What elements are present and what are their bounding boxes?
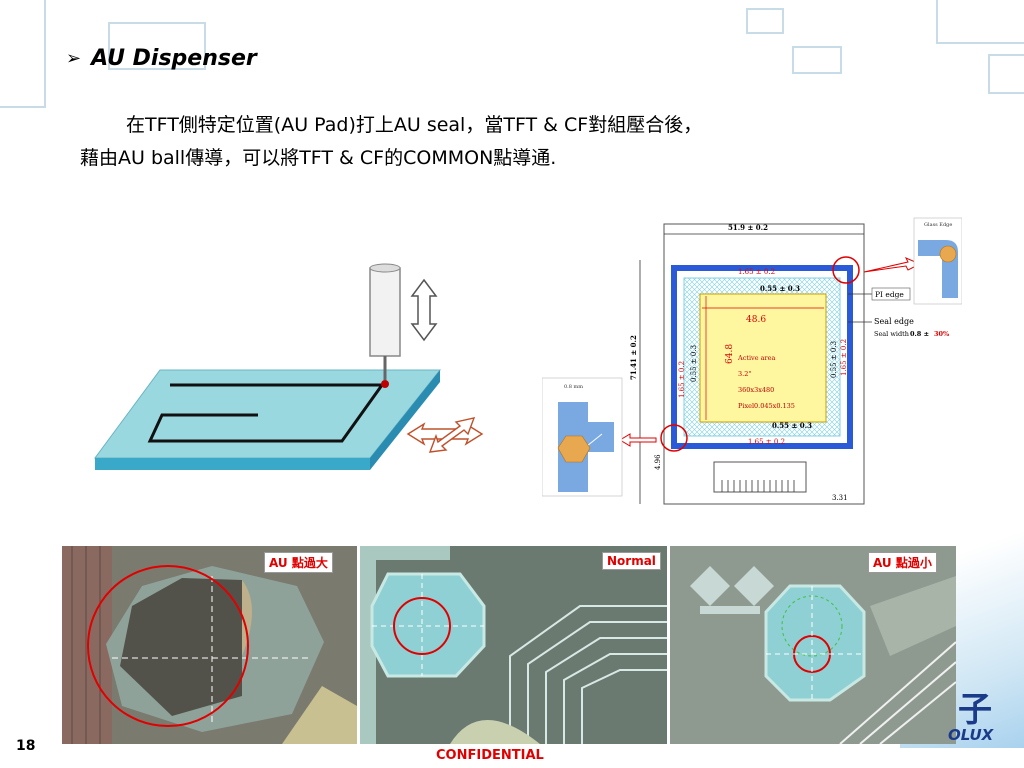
active-text-1: Active area xyxy=(737,354,775,362)
seal-detail-left: 0.8 mm xyxy=(541,377,623,497)
decor-square xyxy=(0,0,46,108)
decor-square xyxy=(936,0,1024,44)
dim-left-inner-label: 0.55 ± 0.3 xyxy=(690,345,698,382)
detail-right-label: Glass Edge xyxy=(924,222,952,228)
au-green-ring xyxy=(781,595,843,657)
body-text-line-2: 藉由AU ball傳導，可以將TFT & CF的COMMON點導通. xyxy=(80,147,557,169)
active-width-label: 48.6 xyxy=(746,315,766,325)
dispenser-illustration xyxy=(94,263,484,470)
photo-label-too-small: AU 點過小 xyxy=(868,552,937,573)
dim-bottom-left-label: 4.96 xyxy=(654,454,662,470)
dim-gap-bottom-label: 0.55 ± 0.3 xyxy=(772,421,812,430)
decor-square xyxy=(746,8,784,34)
pi-edge-label: PI edge xyxy=(875,290,904,299)
dim-bottom-right-label: 3.31 xyxy=(832,494,848,502)
seal-width-value: 0.8 ± xyxy=(910,330,929,338)
photo-au-too-large: AU 點過大 xyxy=(62,546,357,744)
dispenser-syringe xyxy=(369,267,401,357)
seal-detail-right: Glass Edge xyxy=(913,217,963,305)
connector-area xyxy=(713,461,807,493)
seal-border xyxy=(671,265,853,449)
slide-title: AU Dispenser xyxy=(91,46,257,71)
photo-label-too-large: AU 點過大 xyxy=(264,552,333,573)
vertical-move-arrow-icon xyxy=(410,278,438,342)
logo-char: 子 xyxy=(958,690,992,730)
active-area xyxy=(699,293,827,423)
au-pad-circle-top-right xyxy=(832,256,860,284)
body-text-line-1: 在TFT側特定位置(AU Pad)打上AU seal，當TFT & CF對組壓合… xyxy=(126,114,703,136)
seal-line-path xyxy=(147,383,385,443)
decor-square xyxy=(792,46,842,74)
active-text-4: Pixel0.045x0.135 xyxy=(738,402,795,410)
active-height-label: 64.8 xyxy=(725,344,735,364)
seal-width-pct: 30% xyxy=(934,330,950,338)
dim-left-red-label: 1.65 ± 0.2 xyxy=(678,361,686,398)
seal-width-label: Seal width xyxy=(874,330,909,338)
decor-square xyxy=(988,54,1024,94)
dim-top-red-label: 1.65 ± 0.2 xyxy=(738,268,775,276)
dim-right-inner-label: 0.55 ± 0.3 xyxy=(830,341,838,378)
active-text-2: 3.2" xyxy=(738,370,751,378)
panel-dimension-drawing: 51.9 ± 0.2 71.41 ± 0.2 1.65 ± 0.2 0.55 ±… xyxy=(541,212,963,510)
glass-plate-side xyxy=(95,458,370,470)
au-pad-circle-bottom-left xyxy=(660,424,688,452)
decor-square xyxy=(108,22,206,70)
footer-confidential: CONFIDENTIAL xyxy=(436,748,544,763)
dim-right-red-label: 1.65 ± 0.2 xyxy=(840,339,848,376)
active-text-3: 360x3x480 xyxy=(738,386,774,394)
seal-edge-label: Seal edge xyxy=(874,317,914,326)
detail-left-label: 0.8 mm xyxy=(564,384,583,390)
dim-left-label: 71.41 ± 0.2 xyxy=(629,335,638,380)
page-number: 18 xyxy=(16,738,36,754)
logo-text: OLUX xyxy=(948,726,994,744)
dispenser-tip-dot xyxy=(381,380,389,388)
planar-move-arrows-icon xyxy=(406,417,484,453)
company-logo: 子 OLUX xyxy=(948,682,1008,748)
dim-top-label: 51.9 ± 0.2 xyxy=(728,223,768,232)
au-dot-marker xyxy=(87,565,249,727)
arrowhead-bullet-icon: ➢ xyxy=(66,48,82,69)
red-pointer-arrow-icon xyxy=(619,433,657,447)
photo-au-normal: Normal xyxy=(360,546,667,744)
photo-label-normal: Normal xyxy=(602,552,661,570)
glass-plate-edge xyxy=(370,370,440,470)
au-dot-marker xyxy=(393,597,451,655)
dim-gap-top-label: 0.55 ± 0.3 xyxy=(760,284,800,293)
red-pointer-arrow-icon xyxy=(863,257,922,273)
connector-pins xyxy=(721,480,795,492)
title-row: ➢ AU Dispenser xyxy=(66,46,257,71)
photo-au-too-small: AU 點過小 xyxy=(670,546,956,744)
dim-bottom-red-label: 1.65 ± 0.2 xyxy=(748,438,785,446)
dispenser-syringe-top xyxy=(369,263,401,273)
